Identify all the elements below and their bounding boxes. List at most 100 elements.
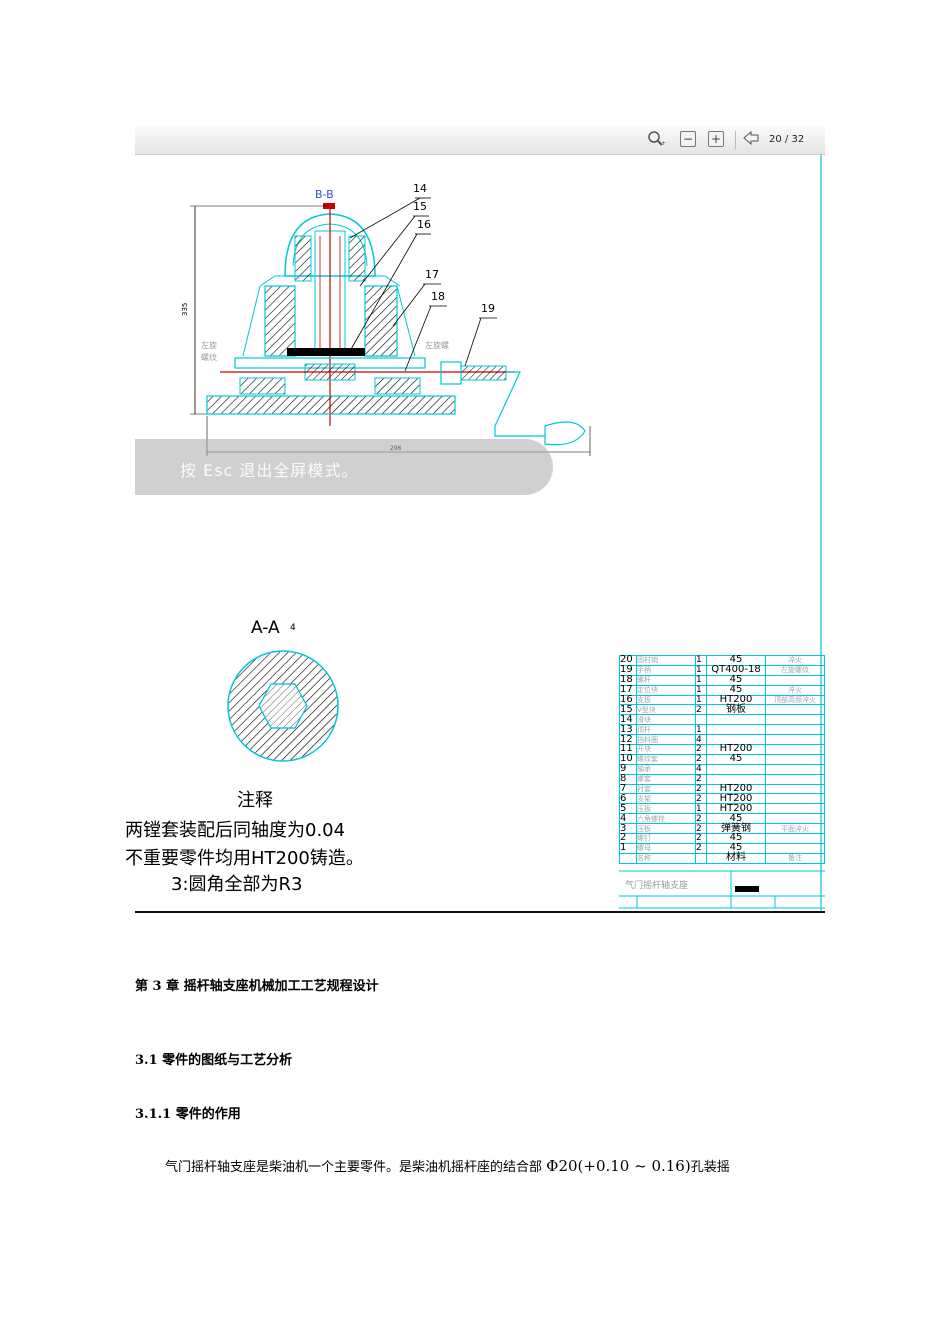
fullscreen-hint-overlay: 按 Esc 退出全屏模式。	[135, 439, 553, 495]
parts-cell-material	[706, 714, 766, 726]
parts-cell-remark	[765, 744, 825, 755]
parts-cell-remark	[765, 724, 825, 736]
page-current: 20	[769, 134, 782, 145]
parts-cell-material	[706, 763, 766, 775]
balloon-15: 15	[413, 200, 427, 213]
parts-cell-qty: 4	[695, 734, 707, 746]
cad-drawing: B-B 335	[181, 154, 825, 911]
parts-cell-remark	[765, 803, 825, 815]
parts-cell-qty: 2	[695, 823, 707, 835]
chapter-heading: 第 3 章 摇杆轴支座机械加工工艺规程设计	[135, 979, 379, 994]
zoom-out-button[interactable]: −	[680, 130, 696, 148]
parts-cell-remark: 平面淬火	[765, 823, 825, 835]
parts-cell-remark	[765, 783, 825, 795]
parts-header-blank	[619, 852, 637, 864]
plus-icon: +	[708, 131, 724, 147]
parts-cell-remark: 淬火	[765, 684, 825, 696]
svg-text:+: +	[661, 140, 666, 147]
balloon-16: 16	[417, 218, 431, 231]
parts-cell-qty: 1	[695, 674, 707, 686]
paragraph-text-start: 气门摇杆轴支座是柴油机一个主要零件。是柴油机摇杆座的结合部	[165, 1160, 547, 1175]
parts-cell-qty: 2	[695, 783, 707, 795]
magnifier-icon: +	[647, 130, 667, 149]
parts-cell-name: 六角螺栓	[636, 813, 696, 825]
body-paragraph: 气门摇杆轴支座是柴油机一个主要零件。是柴油机摇杆座的结合部 Φ20(+0.10 …	[165, 1156, 730, 1175]
parts-cell-name: 螺钉	[636, 833, 696, 844]
parts-cell-qty: 2	[695, 773, 707, 785]
fullscreen-hint-text: 按 Esc 退出全屏模式。	[180, 461, 359, 480]
parts-cell-qty	[695, 714, 707, 726]
parts-cell-qty: 1	[695, 664, 707, 676]
parts-cell-qty: 2	[695, 813, 707, 825]
document-viewer: B-B 335	[125, 126, 825, 916]
page-separator: /	[784, 134, 789, 145]
parts-cell-name: 螺杆	[636, 674, 696, 686]
page-total: 32	[791, 134, 805, 145]
parts-cell-material: 钢板	[706, 704, 766, 716]
parts-cell-name: 开块	[636, 744, 696, 755]
title-block-text: 气门摇杆轴支座	[625, 879, 688, 891]
parts-cell-name: 固村销	[636, 655, 696, 666]
parts-cell-remark: 左旋螺纹	[765, 664, 825, 676]
parts-cell-qty: 2	[695, 753, 707, 765]
parts-cell-remark	[765, 714, 825, 726]
left-label-2: 螺纹	[201, 352, 217, 362]
parts-cell-qty: 4	[695, 763, 707, 775]
balloon-17: 17	[425, 268, 439, 281]
section-aa-small: 4	[290, 623, 296, 633]
parts-cell-material: 45	[706, 754, 766, 765]
left-label-1: 左旋	[201, 340, 217, 350]
zoom-in-button[interactable]: +	[708, 130, 724, 148]
note-2: 不重要零件均用HT200铸造。	[125, 848, 364, 869]
parts-cell-name: 螺母	[636, 842, 696, 854]
parts-cell-name: 定位块	[636, 684, 696, 696]
section-heading: 3.1 零件的图纸与工艺分析	[135, 1053, 293, 1068]
page-counter[interactable]: 20 / 32	[769, 134, 804, 145]
notes-title: 注释	[237, 790, 273, 811]
viewer-toolbar: + − + 20 / 32	[135, 126, 825, 155]
parts-cell-remark	[765, 674, 825, 686]
parts-cell-remark: 顶部高频淬火	[765, 694, 825, 706]
parts-cell-qty: 2	[695, 793, 707, 805]
balloon-19: 19	[481, 302, 495, 315]
parts-cell-qty: 2	[695, 842, 707, 854]
parts-cell-remark	[765, 813, 825, 825]
balloon-14: 14	[413, 182, 427, 195]
parts-cell-qty: 2	[695, 704, 707, 716]
parts-cell-remark	[765, 842, 825, 854]
right-label: 左旋螺	[425, 340, 449, 350]
paragraph-text-end: 孔装摇	[690, 1160, 730, 1175]
paragraph-formula: Φ20(+0.10 ~ 0.16)	[546, 1157, 691, 1175]
parts-cell-qty: 1	[695, 684, 707, 696]
parts-cell-remark	[765, 704, 825, 716]
parts-cell-no: 1	[619, 843, 637, 854]
parts-cell-material	[706, 724, 766, 736]
parts-cell-name: 手柄	[636, 664, 696, 676]
parts-cell-remark: 淬火	[765, 655, 825, 666]
zoom-magnifier-button[interactable]: +	[647, 130, 667, 148]
subsection-heading: 3.1.1 零件的作用	[135, 1107, 241, 1122]
parts-cell-name: 压板	[636, 823, 696, 835]
section-bb-label: B-B	[315, 188, 334, 201]
parts-header-remark: 备注	[765, 852, 825, 864]
parts-cell-qty: 1	[695, 803, 707, 815]
balloon-18: 18	[431, 290, 445, 303]
minus-icon: −	[680, 131, 696, 147]
parts-cell-remark	[765, 763, 825, 775]
parts-cell-remark	[765, 753, 825, 765]
parts-cell-remark	[765, 833, 825, 844]
previous-page-button[interactable]	[742, 130, 760, 148]
parts-cell-name: 螺套	[636, 773, 696, 785]
parts-cell-qty: 1	[695, 724, 707, 736]
parts-header-row: 名称材料备注	[619, 852, 825, 864]
parts-cell-qty: 1	[695, 694, 707, 706]
